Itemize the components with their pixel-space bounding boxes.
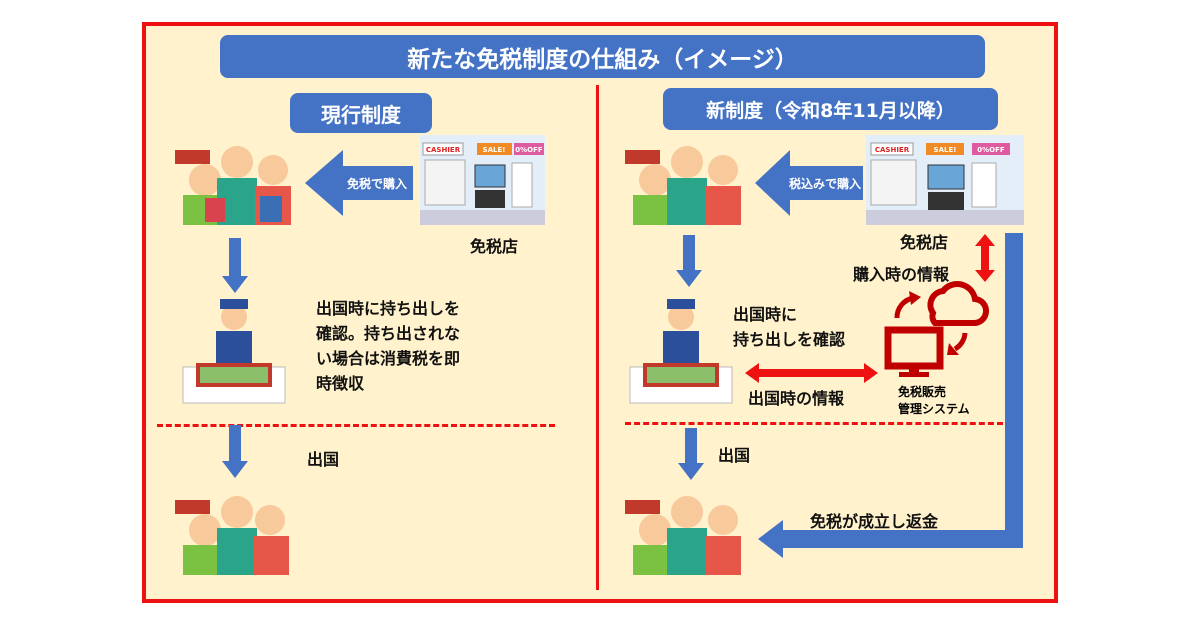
page-title: 新たな免税制度の仕組み（イメージ） [220,35,985,78]
current-description: 出国時に持ち出しを 確認。持ち出されな い場合は消費税を即 時徴収 [316,299,461,393]
check-description: 出国時に 持ち出しを確認 [733,305,846,349]
divider [596,85,599,590]
purchase-arrow-label: 免税で購入 [347,176,407,191]
tourists-illustration [175,146,291,225]
customs-officer-illustration [182,299,286,404]
departure-info-arrow [745,363,878,383]
tourists-illustration [625,496,741,575]
svg-text:0%OFF: 0%OFF [977,146,1005,154]
border-line [157,424,555,427]
customs-officer-illustration [629,299,733,404]
purchase-arrow-label: 税込みで購入 [789,176,861,191]
svg-text:CASHIER: CASHIER [426,146,461,154]
refund-label: 免税が成立し返金 [810,512,939,531]
store-label: 免税店 [900,233,949,252]
purchase-arrow: 税込みで購入 [755,150,863,216]
down-arrow [222,238,248,293]
tourists-illustration [175,496,289,575]
purchase-arrow: 免税で購入 [305,150,413,216]
purchase-info-label: 購入時の情報 [853,265,950,284]
tourists-illustration [625,146,741,225]
border-line [625,422,1003,425]
departure-label: 出国 [718,446,751,465]
system-label: 免税販売管理システム [898,385,970,416]
new-system-header: 新制度（令和8年11月以降） [663,88,998,130]
svg-text:SALE!: SALE! [483,146,506,154]
store-label: 免税店 [470,237,519,256]
svg-text:CASHIER: CASHIER [875,146,910,154]
system-icon [884,281,989,377]
down-arrow [222,425,248,478]
purchase-info-arrow [975,234,995,282]
svg-text:0%OFF: 0%OFF [515,146,543,154]
svg-text:SALE!: SALE! [934,146,957,154]
departure-label: 出国 [307,450,340,469]
down-arrow [678,428,704,480]
down-arrow [676,235,702,287]
store-illustration: CASHIER SALE! 0%OFF [866,135,1024,225]
store-illustration: CASHIER SALE! 0%OFF [420,135,545,225]
departure-info-label: 出国時の情報 [748,389,845,408]
current-system-header: 現行制度 [290,93,432,133]
